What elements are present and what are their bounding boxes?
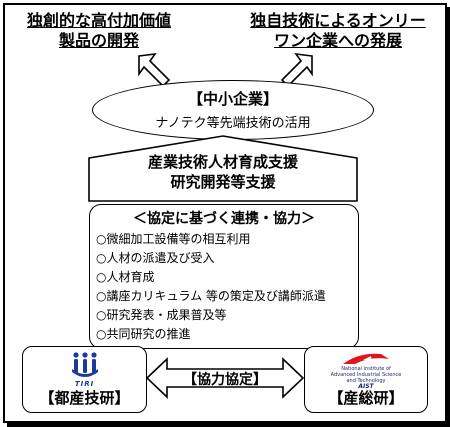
tiri-logo-icon	[72, 352, 98, 377]
aist-logo-line: Advanced Industrial Science	[330, 372, 402, 378]
aist-name: 【産総研】	[328, 389, 404, 407]
sme-subtitle: ナノテク等先端技術の活用	[155, 116, 311, 131]
tiri-box: TIRI 【都産技研】	[22, 346, 147, 413]
support-arrow	[88, 135, 358, 202]
goal-right-line1: 独自技術によるオンリー	[250, 11, 426, 30]
sme-title: 【中小企業】	[187, 90, 278, 108]
aist-logo-abbr: AIST	[358, 383, 374, 390]
cooperation-item: ○人材育成	[96, 270, 155, 284]
aist-logo-text: National Institute of Advanced Industria…	[305, 366, 427, 390]
goal-left-line1: 独創的な高付加価値	[26, 11, 171, 30]
goal-left-line2: 製品の開発	[58, 31, 139, 50]
goal-right: 独自技術によるオンリー ワン企業への発展	[238, 11, 438, 51]
agreement-label: 【協力協定】	[183, 372, 267, 388]
tiri-name: 【都産技研】	[39, 389, 130, 407]
cooperation-title: ＜協定に基づく連携・協力＞	[133, 211, 315, 227]
cooperation-item: ○人材の派遣及び受入	[96, 251, 215, 265]
aist-box: National Institute of Advanced Industria…	[304, 346, 428, 413]
cooperation-item: ○講座カリキュラム 等の策定及び講師派遣	[96, 289, 326, 303]
aist-logo-line: National Institute of	[341, 366, 391, 372]
sme-ellipse: 【中小企業】 ナノテク等先端技術の活用	[92, 80, 374, 140]
tiri-logo-text: TIRI	[74, 380, 95, 388]
support-text: 産業技術人材育成支援 研究開発等支援	[88, 152, 358, 192]
goal-left: 独創的な高付加価値 製品の開発	[14, 11, 184, 51]
aist-logo-icon	[343, 353, 389, 364]
aist-logo-line: and Technology	[346, 378, 386, 384]
cooperation-item: ○研究発表・成果普及等	[96, 308, 227, 322]
cooperation-item: ○共同研究の推進	[96, 327, 191, 341]
goal-right-line2: ワン企業への発展	[273, 31, 402, 50]
agreement-double-arrow	[145, 357, 305, 399]
support-line1: 産業技術人材育成支援	[147, 153, 298, 171]
cooperation-list: ○微細加工設備等の相互利用 ○人材の派遣及び受入 ○人材育成 ○講座カリキュラム…	[96, 230, 358, 344]
cooperation-box: ＜協定に基づく連携・協力＞ ○微細加工設備等の相互利用 ○人材の派遣及び受入 ○…	[89, 204, 359, 349]
cooperation-item: ○微細加工設備等の相互利用	[96, 232, 251, 246]
support-line2: 研究開発等支援	[170, 173, 276, 191]
